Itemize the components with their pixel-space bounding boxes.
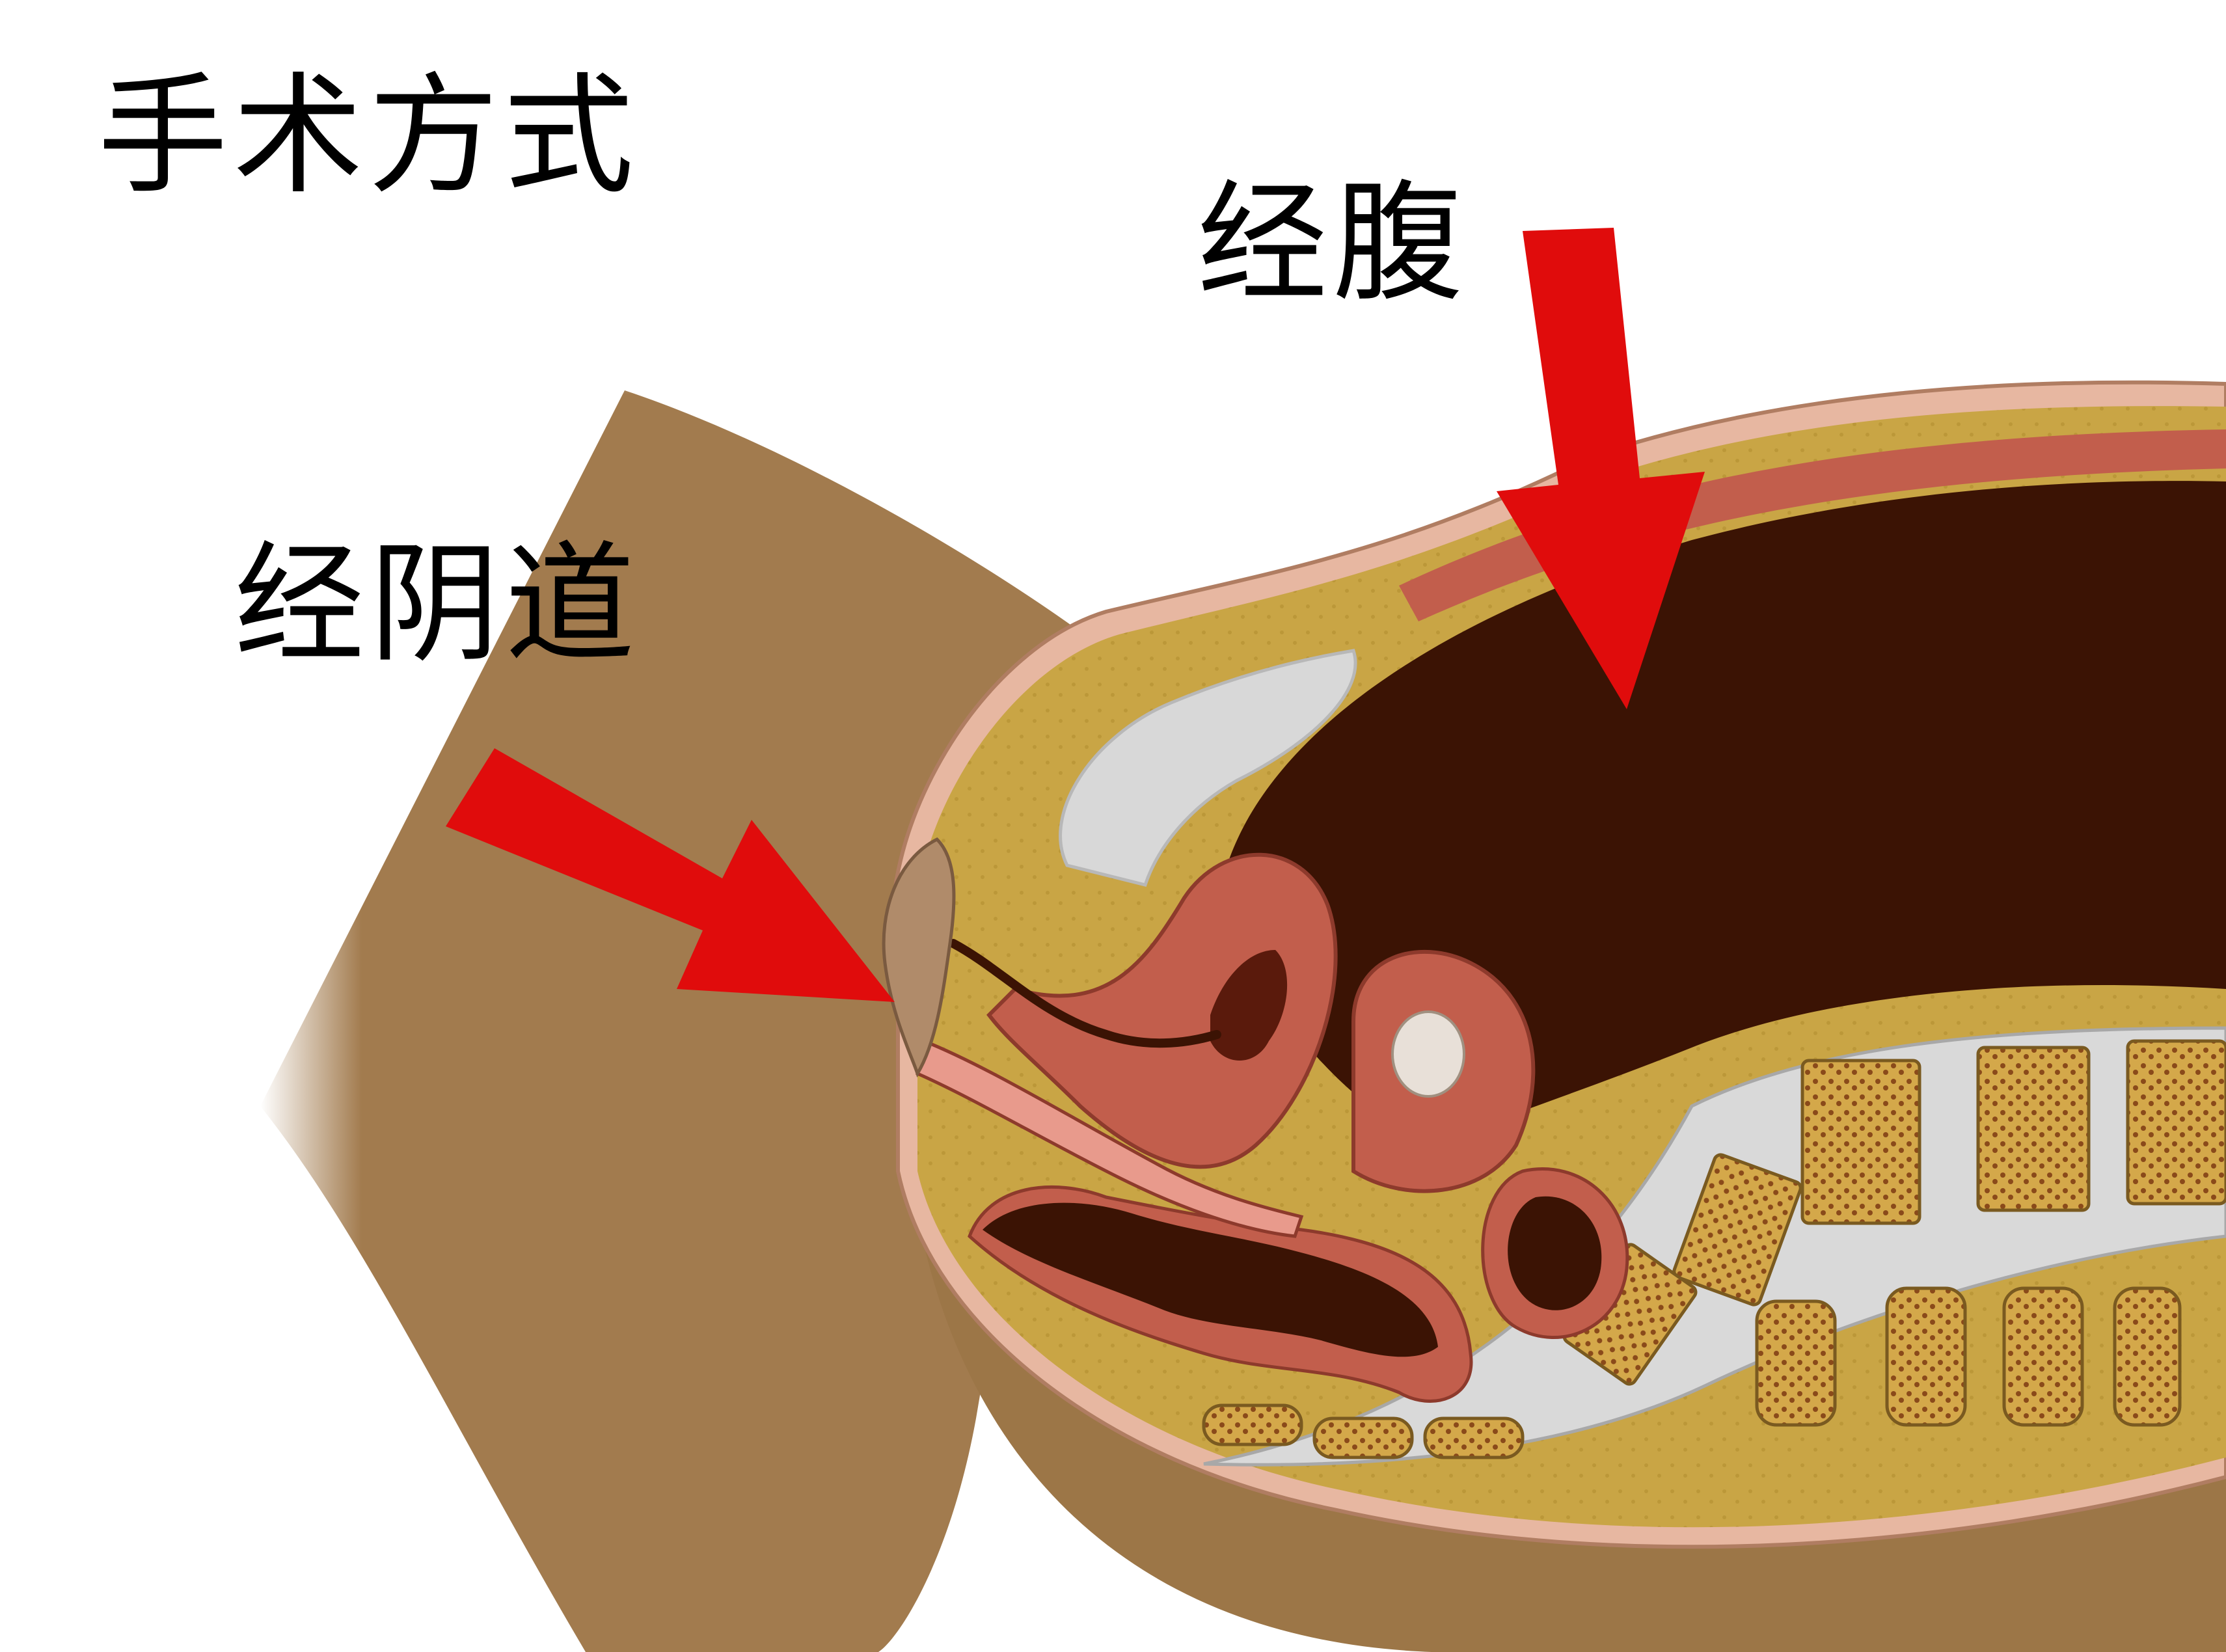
- vertebra: [1800, 1059, 1921, 1225]
- uterus: [986, 852, 1338, 1169]
- thigh: [260, 338, 1106, 1652]
- ovarian-cyst: [1391, 1010, 1465, 1098]
- abdominal-muscle: [1399, 429, 2226, 621]
- vulva: [882, 837, 956, 1077]
- vertebra: [1976, 1046, 2091, 1212]
- vagina: [916, 1038, 1304, 1238]
- vertebra: [2113, 1286, 2182, 1427]
- vertebra: [1885, 1286, 1967, 1427]
- uterine-cavity: [1210, 950, 1288, 1061]
- bowel-loop-lumen: [1508, 1196, 1602, 1310]
- coccyx: [1423, 1416, 1525, 1459]
- arrow-diagonal-icon: [446, 748, 895, 1002]
- vertebra: [2002, 1286, 2084, 1427]
- urethra: [949, 939, 1221, 1048]
- vertebra: [1672, 1153, 1802, 1307]
- vertebra: [2126, 1039, 2226, 1206]
- rectum-lumen: [983, 1202, 1438, 1357]
- vertebra: [1755, 1299, 1837, 1427]
- coccyx: [1202, 1403, 1303, 1446]
- page-title: 手术方式: [98, 61, 640, 212]
- label-transvaginal: 经阴道: [234, 529, 641, 681]
- vertebrae: [1202, 1039, 2226, 1459]
- bladder: [1059, 649, 1357, 887]
- coccyx: [1312, 1416, 1414, 1459]
- label-transabdominal: 经腹: [1197, 168, 1469, 319]
- arrow-down-icon: [1497, 228, 1705, 709]
